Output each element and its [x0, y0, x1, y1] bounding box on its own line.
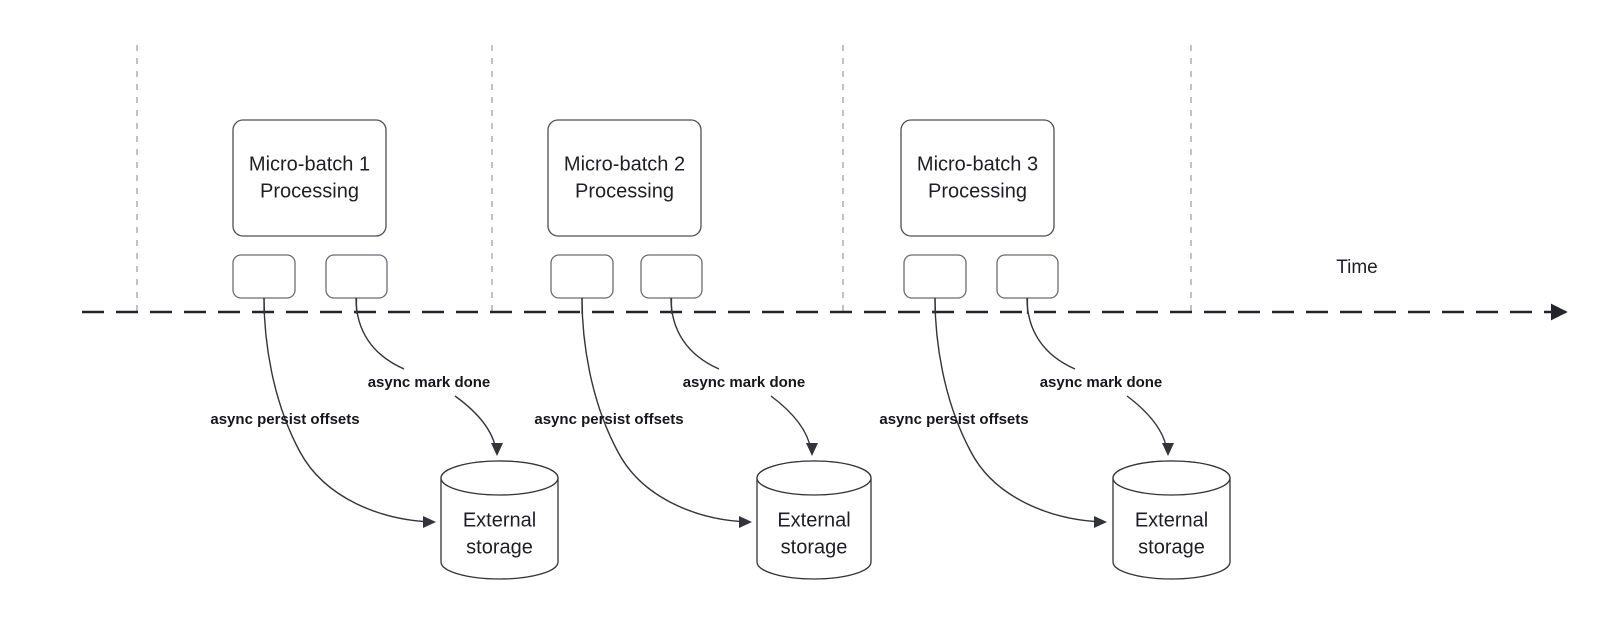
task-box-3b[interactable]: [996, 254, 1059, 299]
external-storage-cylinder-top-1: [440, 460, 559, 496]
task-box-1b[interactable]: [325, 254, 388, 299]
mark-done-edge-2-label: async mark done: [683, 374, 806, 391]
task-box-1a[interactable]: [232, 254, 296, 299]
micro-batch-label-line2-2: Processing: [575, 180, 674, 202]
task-box-3a[interactable]: [903, 254, 967, 299]
timeline-group: Time: [82, 257, 1568, 321]
persist-offsets-edge-1: [263, 297, 433, 523]
micro-batch-box-1[interactable]: [232, 119, 387, 237]
micro-batch-label-line2-3: Processing: [928, 180, 1027, 202]
persist-offsets-edge-2: [581, 297, 749, 523]
external-storage-label-line2-2: storage: [781, 536, 848, 558]
external-storage-cylinder-top-3: [1112, 460, 1231, 496]
external-storage-cylinder-top-2: [756, 460, 872, 496]
external-storage-label-line2-3: storage: [1138, 536, 1205, 558]
micro-batch-label-line1-1: Micro-batch 1: [249, 153, 370, 175]
persist-offsets-edge-3-label: async persist offsets: [879, 411, 1028, 428]
micro-batch-label-line2-1: Processing: [260, 180, 359, 202]
persist-offsets-edge-3-arrowhead: [1094, 516, 1107, 528]
persist-offsets-edge-1-label: async persist offsets: [210, 411, 359, 428]
persist-offsets-edge-3: [934, 297, 1104, 523]
micro-batch-box-2[interactable]: [547, 119, 702, 237]
mark-done-edge-3-arrowhead: [1162, 443, 1174, 456]
task-box-2a[interactable]: [550, 254, 614, 299]
task-box-2b[interactable]: [640, 254, 703, 299]
persist-offsets-edge-1-arrowhead: [423, 516, 436, 528]
external-storage-label-line1-3: External: [1135, 509, 1208, 531]
mark-done-edge-1-arrowhead: [491, 443, 503, 456]
persist-offsets-edge-2-label: async persist offsets: [534, 411, 683, 428]
micro-batch-label-line1-2: Micro-batch 2: [564, 153, 685, 175]
mark-done-edge-3-label: async mark done: [1040, 374, 1163, 391]
micro-batch-label-line1-3: Micro-batch 3: [917, 153, 1038, 175]
time-axis-label: Time: [1336, 257, 1378, 278]
micro-batch-box-3[interactable]: [900, 119, 1055, 237]
persist-offsets-edge-2-arrowhead: [739, 516, 752, 528]
external-storage-label-line1-1: External: [463, 509, 536, 531]
mark-done-edge-2-arrowhead: [806, 443, 818, 456]
mark-done-edge-1-label: async mark done: [368, 374, 491, 391]
external-storage-label-line2-1: storage: [466, 536, 533, 558]
external-storage-label-line1-2: External: [777, 509, 850, 531]
